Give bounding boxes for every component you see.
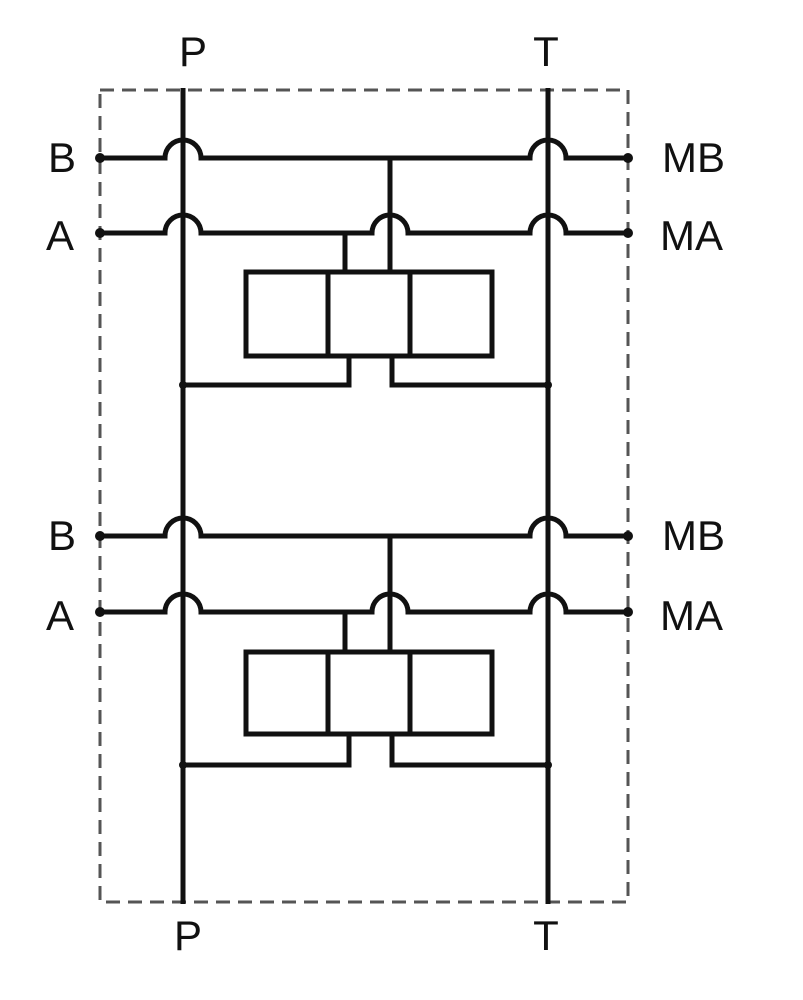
label-a-1: A <box>46 212 74 259</box>
junction-dot <box>544 381 552 389</box>
port-label-p-bottom: P <box>174 912 202 959</box>
enclosure-frame <box>98 88 630 904</box>
port-dot-mb-right <box>623 153 633 163</box>
valve-envelope-1c <box>407 269 495 359</box>
port-dot-mb-right <box>623 531 633 541</box>
port-dot-a-left <box>95 607 105 617</box>
valve-section-1: B A MB MA <box>46 134 725 389</box>
port-dot-ma-right <box>623 607 633 617</box>
junction-dot <box>179 761 187 769</box>
valve-envelope-1a <box>243 269 331 359</box>
port-dot-ma-right <box>623 228 633 238</box>
valve-envelope-2b <box>325 649 413 737</box>
label-b-1: B <box>48 134 76 181</box>
port-label-p-top: P <box>179 28 207 75</box>
t-connection-2 <box>389 734 548 768</box>
port-label-t-bottom: T <box>533 912 559 959</box>
label-a-2: A <box>46 592 74 639</box>
valve-envelope-1b <box>325 269 413 359</box>
label-b-2: B <box>48 512 76 559</box>
valve-envelope-2c <box>407 649 495 737</box>
port-dot-b-left <box>95 153 105 163</box>
port-label-t-top: T <box>533 28 559 75</box>
label-mb-1: MB <box>662 134 725 181</box>
junction-dot <box>544 761 552 769</box>
port-dot-b-left <box>95 531 105 541</box>
valve-section-2: B A MB MA <box>46 512 725 769</box>
p-connection-1 <box>183 356 352 388</box>
junction-dot <box>179 381 187 389</box>
b-line-2 <box>100 515 628 539</box>
label-ma-1: MA <box>660 212 723 259</box>
label-mb-2: MB <box>662 512 725 559</box>
t-connection-1 <box>389 356 548 388</box>
p-connection-2 <box>183 734 352 768</box>
b-line-1 <box>100 137 628 161</box>
label-ma-2: MA <box>660 592 723 639</box>
valve-envelope-2a <box>243 649 331 737</box>
port-dot-a-left <box>95 228 105 238</box>
